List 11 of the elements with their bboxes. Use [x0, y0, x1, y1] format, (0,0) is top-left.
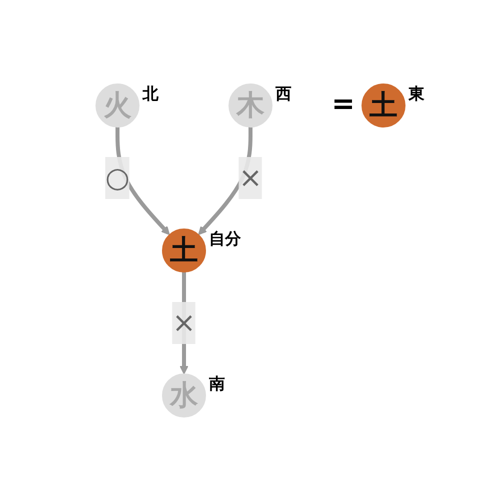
- direction-label: 西: [276, 84, 292, 104]
- node-circle: 土: [162, 228, 206, 272]
- edge-label: ○: [104, 160, 130, 194]
- equals-sign: =: [332, 87, 355, 120]
- direction-label: 自分: [209, 228, 241, 250]
- direction-label: 北: [142, 84, 158, 104]
- node-circle: 土: [361, 83, 405, 127]
- edge-label: ×: [238, 160, 262, 194]
- edge-label: ×: [172, 306, 196, 338]
- direction-label: 東: [408, 84, 424, 104]
- direction-label: 南: [209, 374, 225, 394]
